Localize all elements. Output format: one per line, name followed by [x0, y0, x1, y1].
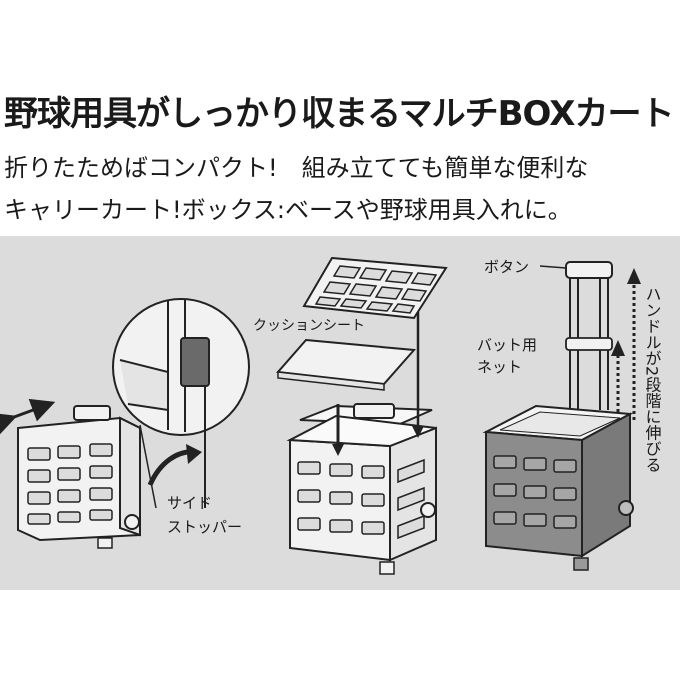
bat-net-label-1: バット用 — [477, 336, 537, 354]
bat-net-label-2: ネット — [477, 358, 522, 376]
up-arrow-icon — [627, 268, 641, 284]
cart-with-handle — [482, 261, 641, 571]
up-arrow-icon — [611, 340, 625, 356]
handle-extend-label: ハンドルが2段階に伸びる — [643, 286, 662, 472]
down-arrow-icon — [412, 426, 424, 438]
side-stopper-detail — [112, 298, 250, 509]
description-line-1: 折りたためばコンパクト! 組み立てても簡単な便利な — [4, 154, 589, 182]
cushion-sheet-label: クッションシート — [253, 318, 365, 334]
folded-cart — [0, 398, 141, 549]
side-stopper-label-2: ストッパー — [167, 518, 242, 536]
side-stopper-label-1: サイド — [167, 494, 212, 512]
down-arrow-icon — [332, 444, 344, 456]
description-line-2: キャリーカート!ボックス:ベースや野球用具入れに。 — [4, 196, 572, 224]
width-arrow-icon — [0, 398, 56, 436]
button-label: ボタン — [484, 258, 529, 276]
assembled-box — [275, 256, 448, 575]
heading: 野球用具がしっかり収まるマルチBOXカート — [4, 94, 674, 134]
